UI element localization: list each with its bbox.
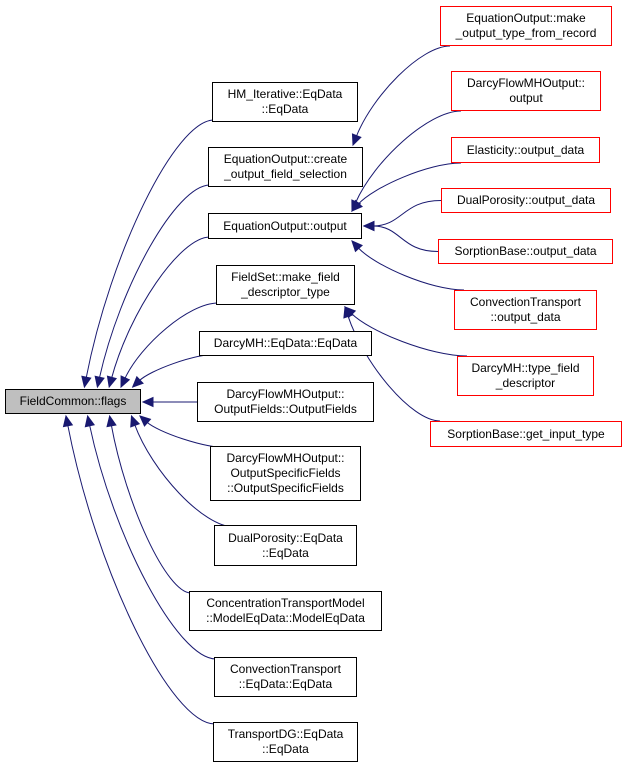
node-root[interactable]: FieldCommon::flags <box>5 389 141 414</box>
node-create[interactable]: EquationOutput::create _output_field_sel… <box>208 147 363 187</box>
arrowhead-icon <box>362 220 375 232</box>
arrowhead-icon <box>106 414 117 428</box>
edge-hm-to-root <box>85 119 215 379</box>
edge-output-to-root <box>111 236 211 379</box>
node-conc[interactable]: ConcentrationTransportModel ::ModelEqDat… <box>189 591 382 631</box>
edge-elast-to-output <box>357 162 462 205</box>
node-sorpout[interactable]: SorptionBase::output_data <box>438 239 613 264</box>
node-convout[interactable]: ConvectionTransport ::output_data <box>454 290 597 330</box>
arrowhead-icon <box>106 375 118 389</box>
edge-typefield-to-fieldset <box>350 313 468 357</box>
arrowhead-icon <box>130 414 141 428</box>
edge-conc-to-root <box>110 424 192 594</box>
edge-dualout-to-output <box>372 200 442 227</box>
arrowhead-icon <box>351 199 363 212</box>
edge-fieldset-to-root <box>124 302 219 380</box>
arrowhead-icon <box>84 414 95 428</box>
edge-dualeq-to-root <box>134 424 235 528</box>
arrowhead-icon <box>343 305 354 319</box>
node-darcymh[interactable]: DarcyMH::EqData::EqData <box>199 331 372 356</box>
node-dualeq[interactable]: DualPorosity::EqData ::EqData <box>214 525 357 566</box>
node-typefield[interactable]: DarcyMH::type_field _descriptor <box>457 356 594 396</box>
node-makeout[interactable]: EquationOutput::make _output_type_from_r… <box>440 6 612 46</box>
node-getinput[interactable]: SorptionBase::get_input_type <box>430 421 622 447</box>
arrowhead-icon <box>141 396 154 408</box>
edge-create-to-root <box>98 184 211 379</box>
node-outspec[interactable]: DarcyFlowMHOutput:: OutputSpecificFields… <box>210 446 361 501</box>
arrowhead-icon <box>351 133 362 147</box>
edge-tdg-to-root <box>67 424 216 725</box>
arrowhead-icon <box>131 375 144 388</box>
edge-conveq-to-root <box>89 424 217 660</box>
arrowhead-icon <box>94 375 105 389</box>
node-elast[interactable]: Elasticity::output_data <box>451 137 600 163</box>
node-outfields[interactable]: DarcyFlowMHOutput:: OutputFields::Output… <box>197 382 374 422</box>
node-dualout[interactable]: DualPorosity::output_data <box>441 188 611 213</box>
node-fieldset[interactable]: FieldSet::make_field _descriptor_type <box>216 265 355 305</box>
arrowhead-icon <box>351 240 363 253</box>
arrowhead-icon <box>81 375 92 389</box>
node-tdg[interactable]: TransportDG::EqData ::EqData <box>213 722 358 762</box>
node-hm[interactable]: HM_Iterative::EqData ::EqData <box>212 82 358 122</box>
node-dfout[interactable]: DarcyFlowMHOutput:: output <box>451 71 601 111</box>
node-output[interactable]: EquationOutput::output <box>208 213 362 239</box>
edge-makeout-to-create <box>355 45 451 137</box>
edge-sorpout-to-output <box>372 225 439 252</box>
arrowhead-icon <box>120 375 131 389</box>
edge-outspec-to-root <box>146 421 231 449</box>
arrowhead-icon <box>62 414 74 428</box>
node-conveq[interactable]: ConvectionTransport ::EqData::EqData <box>214 657 357 697</box>
edge-convout-to-output <box>357 247 465 291</box>
edge-dfout-to-output <box>355 110 462 203</box>
arrowhead-icon <box>139 415 152 427</box>
edge-darcymh-to-root <box>138 353 220 382</box>
